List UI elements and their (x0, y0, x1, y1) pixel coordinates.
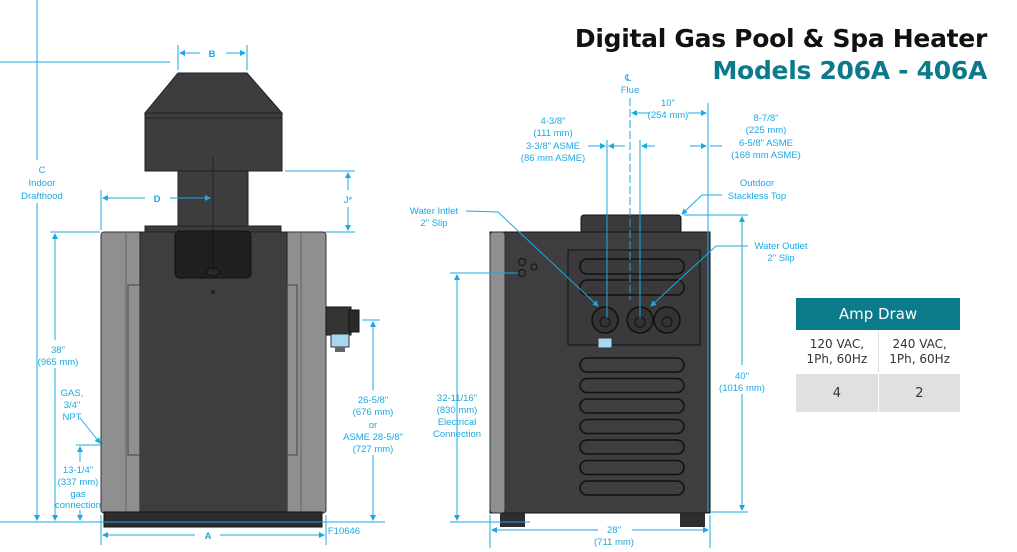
height-40: 40" (735, 371, 749, 382)
width-28: (711 mm) (594, 537, 634, 548)
phase-label: 1Ph, 60Hz (806, 352, 868, 366)
side-view-heater (489, 214, 711, 527)
inlet-offset: 3-3/8" ASME (526, 141, 580, 152)
louver-slot (579, 439, 685, 455)
water-outlet-label: Water Outlet (755, 241, 808, 252)
louver-slot (579, 357, 685, 373)
inlet-offset: 4-3/8" (540, 116, 565, 127)
dimension-d: D (154, 194, 161, 205)
gas-valve (325, 306, 360, 352)
amp-value-120: 4 (795, 373, 879, 413)
voltage-label: 240 VAC, (892, 337, 947, 351)
outlet-offset: (225 mm) (746, 125, 787, 136)
centerline-symbol: ℄ (624, 73, 632, 84)
louver-slot (579, 480, 685, 496)
water-inlet-label: 2" Slip (420, 218, 447, 229)
electrical-height: (830 mm) (437, 405, 478, 416)
dimension-b: B (209, 49, 216, 60)
water-inlet-label: Water Intlet (410, 206, 459, 217)
phase-label: 1Ph, 60Hz (889, 352, 950, 366)
louver-slot (579, 418, 685, 435)
dimension-a: A (205, 531, 212, 542)
dimension-38: 38" (51, 345, 65, 356)
voltage-label: 120 VAC, (809, 337, 865, 351)
louver-slot (579, 377, 685, 394)
dimension-c: C (39, 165, 46, 176)
dimension-j: J* (344, 195, 353, 206)
electrical-height: 32-11/16" (437, 393, 477, 404)
side-dimensions: ℄ Flue 10" (254 mm) 4-3/8" (111 mm) 3-3/… (410, 73, 808, 548)
flue-label: Flue (621, 85, 639, 96)
electrical-height: Connection (433, 429, 481, 440)
gas-height: gas (70, 489, 86, 500)
valve-height: 26-5/8" (358, 395, 388, 406)
amp-draw-header: Amp Draw (795, 297, 961, 331)
front-dimensions: B C Indoor Drafthood D J* 38" (965 mm) G… (0, 0, 403, 545)
dimension-c-label: Indoor (29, 178, 56, 189)
outlet-offset: 8-7/8" (753, 113, 778, 124)
width-28: 28" (607, 525, 621, 536)
valve-height: (727 mm) (353, 444, 394, 455)
gas-label: 3/4" (64, 400, 81, 411)
valve-height: or (369, 420, 377, 431)
gas-height: (337 mm) (58, 477, 99, 488)
gas-label: NPT (63, 412, 82, 423)
gas-label: GAS, (61, 388, 84, 399)
front-view-heater (100, 72, 360, 528)
electrical-height: Electrical (438, 417, 477, 428)
stackless-label: Outdoor (740, 178, 774, 189)
gas-height: 13-1/4" (63, 465, 93, 476)
louver-slot (579, 459, 685, 476)
inlet-offset: (111 mm) (533, 128, 572, 139)
dimension-38-mm: (965 mm) (38, 357, 79, 368)
voltage-120: 120 VAC,1Ph, 60Hz (795, 330, 879, 374)
amp-draw-table: Amp Draw 120 VAC,1Ph, 60Hz 240 VAC,1Ph, … (795, 297, 962, 413)
outlet-offset: (168 mm ASME) (731, 150, 801, 161)
flue-offset: 10" (661, 98, 675, 109)
height-40: (1016 mm) (719, 383, 765, 394)
louver-slot (579, 398, 685, 414)
voltage-240: 240 VAC,1Ph, 60Hz (877, 330, 961, 374)
models-subtitle: Models 206A - 406A (712, 56, 987, 85)
gas-height: connection (55, 500, 101, 511)
valve-height: ASME 28-5/8" (343, 432, 403, 443)
flue-offset: (254 mm) (648, 110, 689, 121)
inlet-offset: (86 mm ASME) (521, 153, 585, 164)
dimension-c-label: Drafthood (21, 191, 63, 202)
outlet-offset: 6-5/8" ASME (739, 138, 793, 149)
amp-value-240: 2 (877, 373, 962, 413)
stackless-label: Stackless Top (728, 191, 786, 202)
valve-height: (676 mm) (353, 407, 394, 418)
water-fittings (591, 306, 681, 349)
figure-id: F10646 (328, 526, 360, 537)
water-outlet-label: 2" Slip (767, 253, 794, 264)
page-title: Digital Gas Pool & Spa Heater (574, 24, 987, 53)
